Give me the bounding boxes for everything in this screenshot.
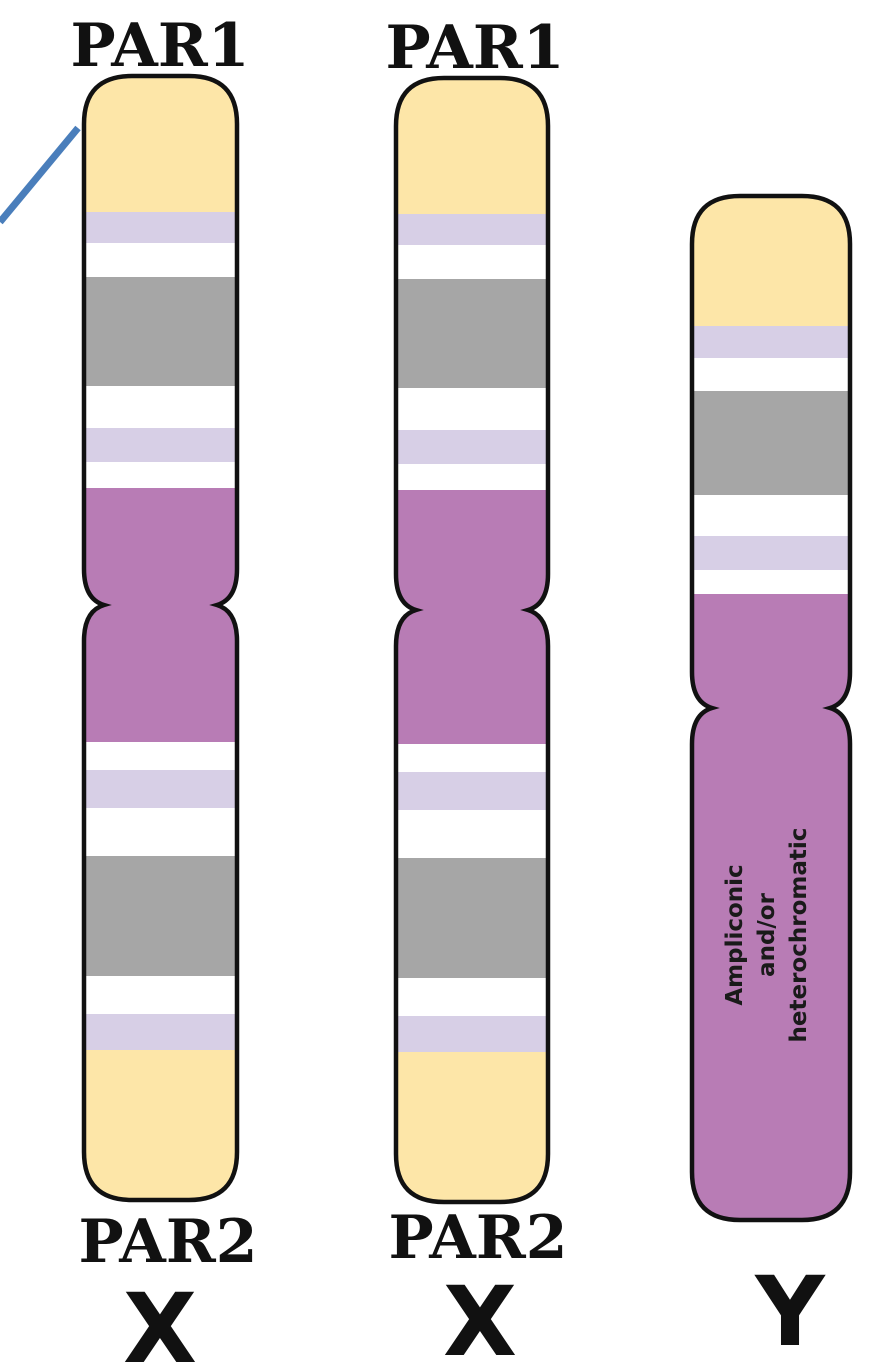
white-band: [386, 245, 558, 279]
white-band: [682, 495, 860, 536]
chromosome-label-x: X: [123, 1273, 197, 1365]
light-band: [386, 430, 558, 464]
chromosome-x-middle: PAR1 PAR2 X: [386, 0, 568, 1365]
white-band: [386, 978, 558, 1016]
chromosome-label-x: X: [443, 1266, 517, 1365]
chromosome-x-left: PAR1 PAR2 X: [71, 0, 258, 1365]
light-band: [386, 1016, 558, 1052]
light-band: [386, 214, 558, 245]
par2-label: PAR2: [389, 1203, 568, 1273]
white-band: [386, 388, 558, 430]
chromosome-label-y: Y: [754, 1256, 826, 1365]
y-annotation-line-2: and/or: [754, 892, 780, 977]
gray-band: [74, 856, 247, 976]
chromosome-y: Ampliconic and/or heterochromatic Y: [682, 0, 860, 1365]
white-band: [74, 976, 247, 1014]
light-band: [682, 326, 860, 358]
band-group: [386, 0, 558, 1365]
y-annotation-line-1: Ampliconic: [722, 864, 748, 1005]
par-region: [682, 0, 860, 326]
white-band: [74, 462, 247, 488]
white-band: [682, 570, 860, 594]
light-band: [74, 770, 247, 808]
par1-label: PAR1: [71, 11, 250, 81]
gray-band: [682, 391, 860, 495]
white-band: [74, 243, 247, 277]
white-band: [386, 810, 558, 858]
pointer-line: [0, 128, 78, 222]
light-band: [386, 772, 558, 810]
white-band: [386, 744, 558, 772]
white-band: [74, 742, 247, 770]
white-band: [74, 808, 247, 856]
band-group: [74, 0, 247, 1365]
par2-label: PAR2: [79, 1207, 258, 1277]
white-band: [682, 358, 860, 391]
light-band: [74, 428, 247, 462]
gray-band: [386, 279, 558, 388]
centromere-region: [74, 488, 247, 742]
par1-label: PAR1: [386, 13, 565, 83]
white-band: [386, 464, 558, 490]
white-band: [74, 386, 247, 428]
gray-band: [74, 277, 247, 386]
light-band: [74, 212, 247, 243]
light-band: [682, 536, 860, 570]
gray-band: [386, 858, 558, 978]
y-annotation-line-3: heterochromatic: [786, 828, 812, 1043]
light-band: [74, 1014, 247, 1050]
centromere-region: [386, 490, 558, 744]
